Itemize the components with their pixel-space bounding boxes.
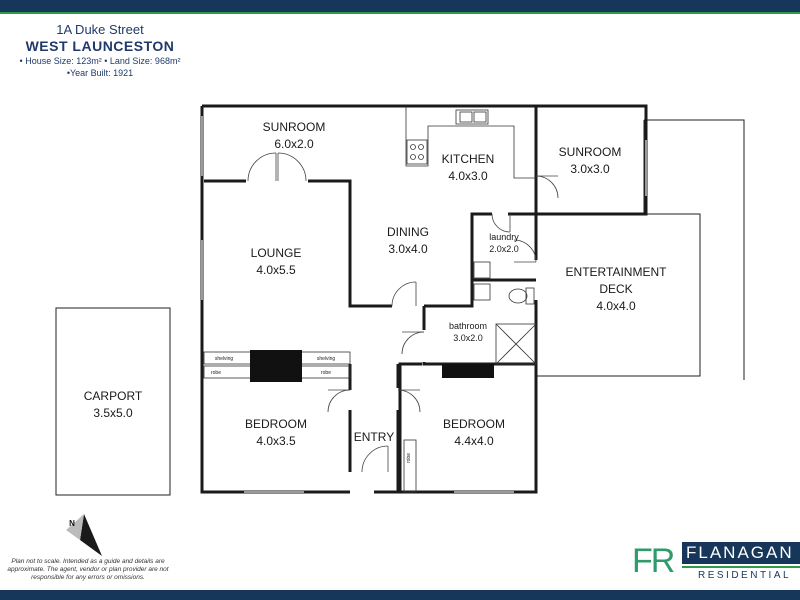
dining-size: 3.0x4.0 xyxy=(388,242,428,256)
deck-outline xyxy=(536,119,745,380)
laundry-name: laundry xyxy=(489,232,519,242)
doors xyxy=(247,152,559,473)
bathroom-name: bathroom xyxy=(449,321,487,331)
sunroom-left-name: SUNROOM xyxy=(263,120,326,134)
carport-name: CARPORT xyxy=(84,389,143,403)
lounge-name: LOUNGE xyxy=(251,246,302,260)
shelving-right: shelving xyxy=(317,356,336,362)
sunroom-right-size: 3.0x3.0 xyxy=(570,162,610,176)
bedroom-right-size: 4.4x4.0 xyxy=(454,434,494,448)
deck-name-line1: ENTERTAINMENT xyxy=(566,265,668,279)
top-accent-line xyxy=(0,12,800,14)
bedroom-left-name: BEDROOM xyxy=(245,417,307,431)
kitchen-size: 4.0x3.0 xyxy=(448,169,488,183)
house-size: • House Size: 123m² xyxy=(19,56,102,66)
year-built: •Year Built: 1921 xyxy=(66,68,134,78)
kitchen-benches xyxy=(405,106,536,179)
land-size: • Land Size: 968m² xyxy=(104,56,181,66)
logo-mark: FR xyxy=(632,542,675,580)
carport-outline xyxy=(55,307,171,496)
entry-name: ENTRY xyxy=(354,430,394,444)
shelving-left: shelving xyxy=(215,356,234,362)
bedroom-right-name: BEDROOM xyxy=(443,417,505,431)
robe-left: robe xyxy=(211,370,221,376)
dining-name: DINING xyxy=(387,225,429,239)
windows xyxy=(201,116,647,493)
size-info: • House Size: 123m² • Land Size: 968m² xyxy=(0,55,200,67)
agency-logo: FR FLANAGAN RESIDENTIAL xyxy=(632,538,800,590)
compass-label: N xyxy=(69,519,75,528)
robe-right: robe xyxy=(321,370,331,376)
disclaimer-text: Plan not to scale. Intended as a guide a… xyxy=(7,558,169,581)
storage-fittings xyxy=(203,350,494,493)
bathroom-size: 3.0x2.0 xyxy=(453,333,483,343)
carport-size: 3.5x5.0 xyxy=(93,406,133,420)
logo-rule xyxy=(682,566,800,568)
deck-size: 4.0x4.0 xyxy=(596,299,636,313)
street-address: 1A Duke Street xyxy=(56,22,144,37)
bedroom-left-size: 4.0x3.5 xyxy=(256,434,296,448)
sunroom-left-size: 6.0x2.0 xyxy=(274,137,314,151)
property-header: 1A Duke Street WEST LAUNCESTON • House S… xyxy=(0,22,200,79)
logo-name: FLANAGAN xyxy=(682,542,800,564)
bottom-banner xyxy=(0,590,800,600)
laundry-size: 2.0x2.0 xyxy=(489,244,519,254)
top-banner xyxy=(0,0,800,12)
suburb-name: WEST LAUNCESTON xyxy=(25,38,175,54)
deck-name-line2: DECK xyxy=(599,282,632,296)
kitchen-name: KITCHEN xyxy=(442,152,495,166)
sunroom-right-name: SUNROOM xyxy=(559,145,622,159)
lounge-size: 4.0x5.5 xyxy=(256,263,296,277)
north-compass-icon: N xyxy=(66,514,102,556)
wet-area-fittings xyxy=(473,261,537,365)
logo-subtitle: RESIDENTIAL xyxy=(698,570,792,581)
robe-bedroom: robe xyxy=(406,453,412,463)
